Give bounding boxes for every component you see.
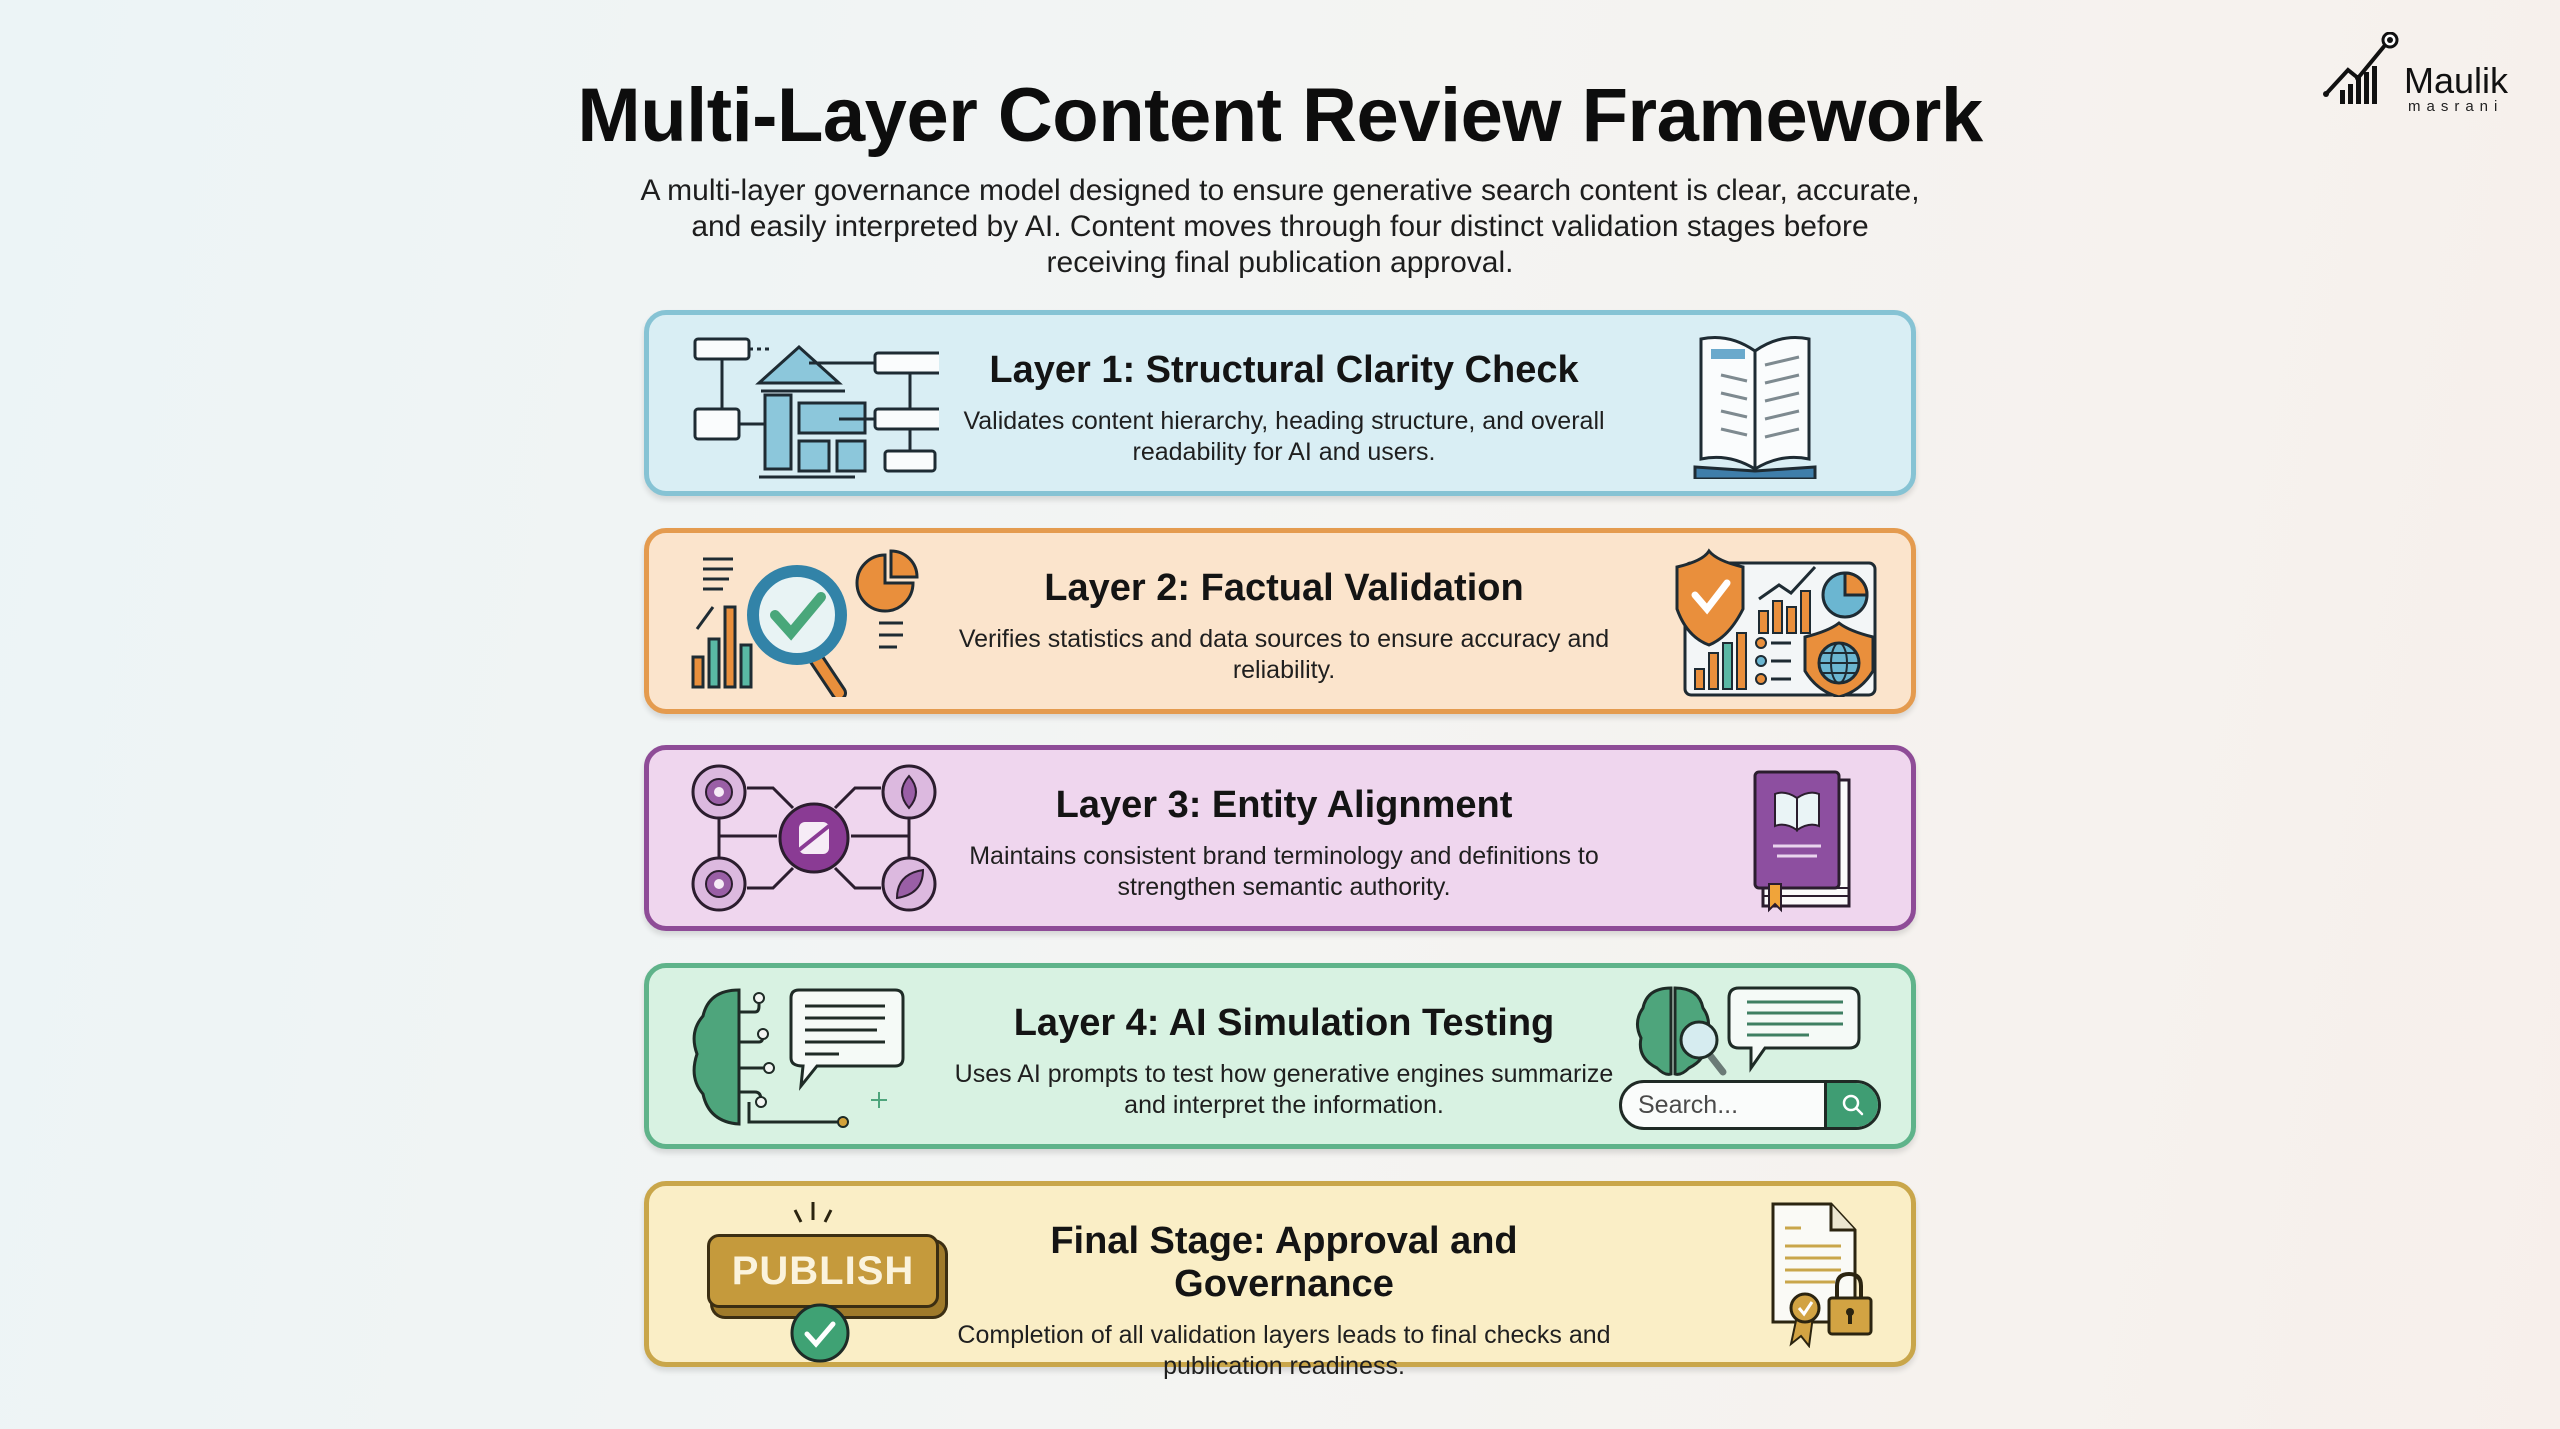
check-circle-icon: [790, 1303, 850, 1363]
growth-chart-icon: [2323, 32, 2399, 104]
publish-badge-icon: [793, 1202, 833, 1223]
layer-title: Layer 1: Structural Clarity Check: [989, 349, 1579, 391]
search-input[interactable]: [1622, 1083, 1822, 1127]
search-bar[interactable]: [1619, 1080, 1881, 1130]
layer-title: Layer 4: AI Simulation Testing: [1013, 1002, 1555, 1044]
layer-description: Uses AI prompts to test how generative e…: [954, 1060, 1614, 1119]
page-title: Multi-Layer Content Review Framework: [577, 73, 1983, 158]
layer-title: Layer 3: Entity Alignment: [1055, 784, 1513, 826]
entity-network-icon: [691, 764, 937, 912]
search-icon: [1842, 1094, 1863, 1116]
layer-card-approval-governance: PUBLISH Final Stage: Approval and Govern…: [644, 1181, 1916, 1380]
layer-card-ai-simulation: Layer 4: AI Simulation Testing Uses AI p…: [644, 963, 1916, 1149]
glossary-book-icon: [1753, 770, 1851, 913]
layer-title: Final Stage: Approval and Governance: [1050, 1220, 1518, 1305]
open-book-icon: [1693, 336, 1817, 479]
shield-dashboard-icon: [1675, 548, 1877, 697]
certified-document-lock-icon: [1771, 1202, 1873, 1348]
brand-logo: Maulik masrani: [2322, 32, 2532, 116]
ai-brain-chat-icon: [692, 988, 905, 1128]
layer-card-structural-clarity: Layer 1: Structural Clarity Check Valida…: [644, 310, 1916, 496]
layer-description: Maintains consistent brand terminology a…: [969, 842, 1599, 901]
layer-description: Verifies statistics and data sources to …: [958, 625, 1610, 684]
brain-search-icon: [1636, 986, 1861, 1076]
search-button[interactable]: [1824, 1083, 1878, 1127]
layer-title: Layer 2: Factual Validation: [1044, 567, 1524, 609]
logo-name: Maulik: [2404, 60, 2509, 101]
layer-card-entity-alignment: Layer 3: Entity Alignment Maintains cons…: [644, 745, 1916, 931]
layer-description: Completion of all validation layers lead…: [957, 1321, 1611, 1380]
magnifier-check-data-icon: [691, 549, 919, 697]
site-structure-diagram-icon: [693, 337, 939, 479]
layer-description: Validates content hierarchy, heading str…: [963, 407, 1605, 466]
logo-subname: masrani: [2408, 98, 2504, 115]
page-subtitle: A multi-layer governance model designed …: [640, 174, 1920, 279]
publish-badge: PUBLISH: [707, 1234, 939, 1308]
layer-card-factual-validation: Layer 2: Factual Validation Verifies sta…: [644, 528, 1916, 714]
